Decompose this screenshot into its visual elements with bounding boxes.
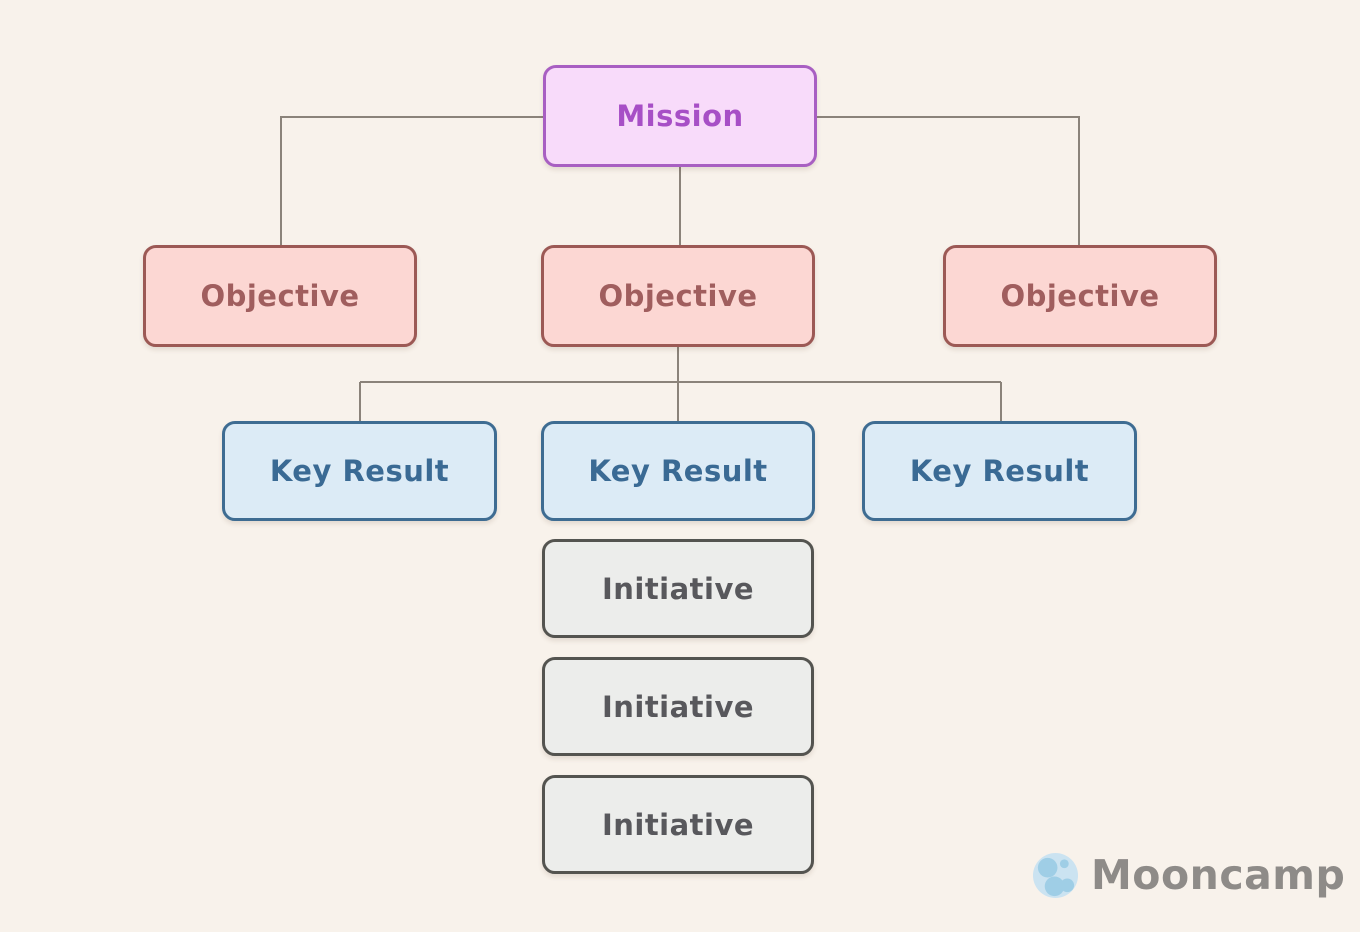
moon-icon (1032, 852, 1079, 898)
mooncamp-logo: Mooncamp (1032, 851, 1345, 899)
node-initiative-1-label: Initiative (601, 571, 755, 606)
node-objective-1-label: Objective (200, 279, 360, 313)
node-key-result-3: Key Result (862, 421, 1137, 521)
node-key-result-2-label: Key Result (588, 454, 768, 488)
logo-text: Mooncamp (1091, 851, 1346, 899)
node-key-result-2: Key Result (541, 421, 815, 521)
node-key-result-3-label: Key Result (909, 454, 1090, 488)
node-mission-label: Mission (616, 99, 744, 133)
node-objective-2: Objective (541, 245, 815, 347)
node-initiative-3: Initiative (542, 775, 814, 874)
node-key-result-1: Key Result (222, 421, 497, 521)
node-mission: Mission (543, 65, 817, 167)
node-objective-3: Objective (943, 245, 1217, 347)
node-objective-1: Objective (143, 245, 417, 347)
node-initiative-2-label: Initiative (601, 689, 755, 724)
node-initiative-3-label: Initiative (601, 807, 755, 842)
node-initiative-1: Initiative (542, 539, 814, 638)
node-initiative-2: Initiative (542, 657, 814, 756)
node-objective-2-label: Objective (598, 279, 758, 313)
node-objective-3-label: Objective (1000, 279, 1160, 313)
node-key-result-1-label: Key Result (269, 454, 450, 488)
